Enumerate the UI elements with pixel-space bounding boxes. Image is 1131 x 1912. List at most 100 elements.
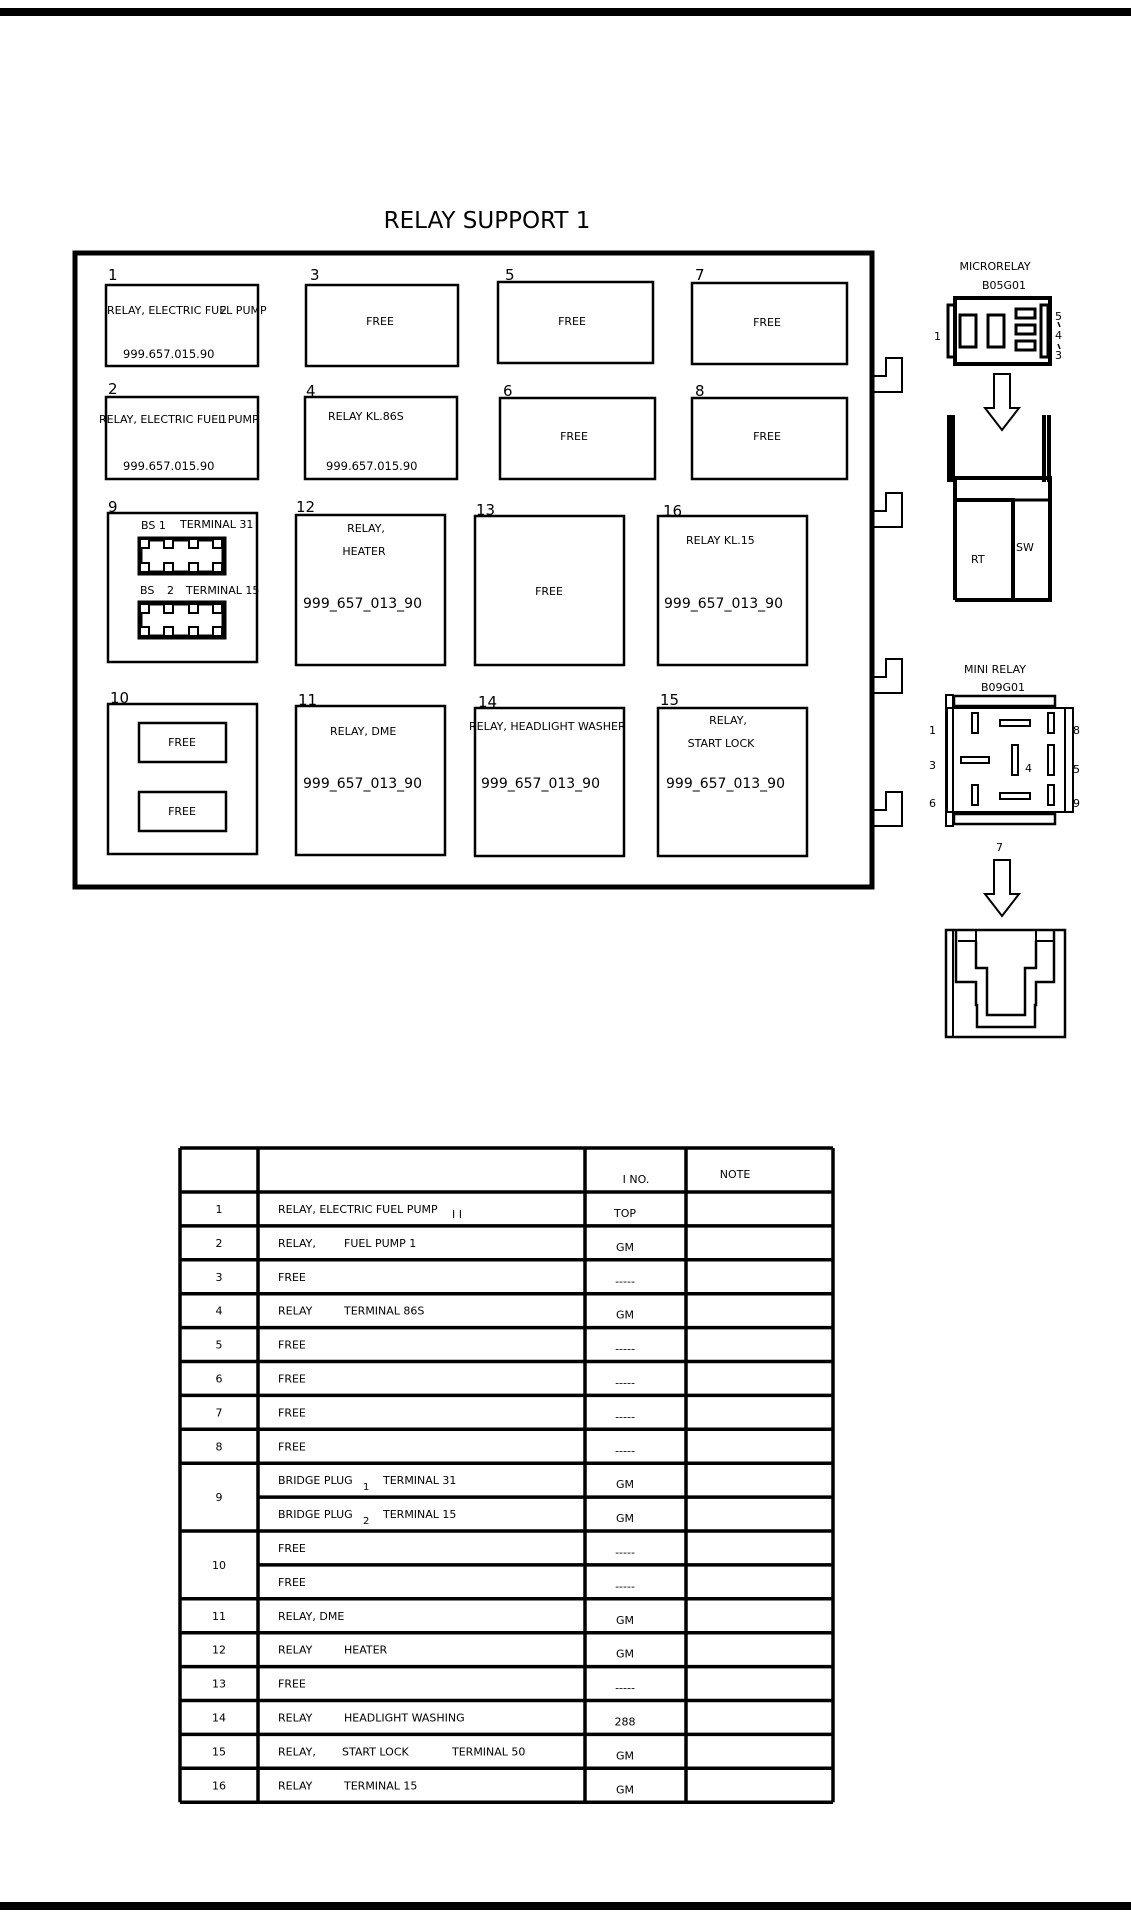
row-number: 11 <box>212 1610 226 1623</box>
slot-11: 11 RELAY, DME 999_657_013_90 <box>294 691 447 857</box>
slot-part-number: 999_657_013_90 <box>303 596 422 612</box>
row-description-detail: HEATER <box>344 1644 388 1657</box>
slot-label: RELAY, <box>709 714 747 727</box>
row-description-index: 1 <box>363 1482 369 1493</box>
row-ino: ----- <box>615 1682 635 1695</box>
slot-frame <box>498 396 657 481</box>
microrelay-title: MICRORELAY <box>959 260 1030 273</box>
top-border-bar <box>0 8 1131 16</box>
slot-5: 5 FREE <box>496 266 655 365</box>
slot-number: 6 <box>503 382 513 400</box>
slot-part-number: 999.657.015.90 <box>326 459 417 473</box>
table-grid <box>178 1146 835 1804</box>
microrelay-pin-4: 4 <box>1055 329 1062 342</box>
row-ino: TOP <box>613 1207 636 1220</box>
row-number: 16 <box>212 1779 226 1792</box>
row-ino: GM <box>616 1241 634 1254</box>
slot-part-number: 999_657_013_90 <box>664 596 783 612</box>
microrelay-diagram: MICRORELAY B05G01 1 5 4 3 RT SW <box>934 260 1062 602</box>
slot-number: 4 <box>306 382 316 400</box>
bridge-plug-1-terminal: TERMINAL 31 <box>179 518 253 531</box>
slot-number: 1 <box>108 266 118 284</box>
slot-number: 14 <box>478 693 497 711</box>
slot-number: 7 <box>695 266 705 284</box>
slot-label: RELAY KL.86S <box>328 410 404 423</box>
row-number: 4 <box>216 1305 223 1318</box>
row-ino: ----- <box>615 1376 635 1389</box>
slot-6: 6 FREE <box>498 382 657 481</box>
diagram-title: RELAY SUPPORT 1 <box>384 208 591 234</box>
minirelay-pin-1: 1 <box>929 724 936 737</box>
row-description: BRIDGE PLUG <box>278 1508 353 1521</box>
microrelay-pin-3: 3 <box>1055 349 1062 362</box>
minirelay-diagram: MINI RELAY B09G01 1 3 6 8 5 9 4 7 <box>929 663 1080 1039</box>
bridge-plug-1-label: BS 1 <box>141 519 166 532</box>
table-row: BRIDGE PLUG 2 TERMINAL 15 GM <box>278 1508 634 1527</box>
row-ino: GM <box>616 1512 634 1525</box>
slot-label: RELAY, ELECTRIC FUEL PUMP <box>99 413 259 426</box>
slot-frame <box>656 706 809 858</box>
row-description: FREE <box>278 1271 306 1284</box>
slot-number: 13 <box>476 501 495 519</box>
row-ino: ----- <box>615 1444 635 1457</box>
microrelay-pinout <box>946 296 1061 366</box>
slot-13: 13 FREE <box>473 501 626 667</box>
slot-frame <box>106 511 259 664</box>
row-number: 5 <box>216 1339 223 1352</box>
row-description: RELAY, <box>278 1745 316 1758</box>
microrelay-pin-1: 1 <box>934 330 941 343</box>
slot-frame <box>496 280 655 365</box>
bridge-plug-2-index: 2 <box>167 584 174 597</box>
slot-4: 4 RELAY KL.86S 999.657.015.90 <box>303 382 459 481</box>
row-ino: GM <box>616 1749 634 1762</box>
free-socket-2 <box>137 790 228 833</box>
bridge-plug-1 <box>137 536 227 576</box>
header-note: NOTE <box>720 1168 751 1181</box>
row-ino: ----- <box>615 1546 635 1559</box>
header-ino: I NO. <box>623 1173 650 1186</box>
slot-14: 14 RELAY, HEADLIGHT WASHER 999_657_013_9… <box>469 693 626 858</box>
slot-label: FREE <box>560 430 588 443</box>
row-description-index: 2 <box>363 1516 369 1527</box>
slot-label: RELAY, <box>347 522 385 535</box>
microrelay-rt-label: RT <box>971 553 985 566</box>
slot-part-number: 999_657_013_90 <box>303 776 422 792</box>
row-ino: GM <box>616 1614 634 1627</box>
row-description-detail: FUEL PUMP 1 <box>344 1237 416 1250</box>
slot-label: RELAY, DME <box>330 725 396 738</box>
row-ino: GM <box>616 1478 634 1491</box>
row-number: 8 <box>216 1440 223 1453</box>
slot-2: 2 1 RELAY, ELECTRIC FUEL PUMP 999.657.01… <box>99 380 260 481</box>
row-description-terminal: TERMINAL 15 <box>382 1508 456 1521</box>
slot-frame <box>656 514 809 667</box>
slot-frame <box>106 702 259 856</box>
slot-label: FREE <box>558 315 586 328</box>
row-description: RELAY, ELECTRIC FUEL PUMP <box>278 1203 438 1216</box>
slot-label: FREE <box>535 585 563 598</box>
slot-number: 8 <box>695 382 705 400</box>
minirelay-side-view <box>944 928 1067 1039</box>
slot-part-number: 999.657.015.90 <box>123 347 214 361</box>
slot-number: 9 <box>108 498 118 516</box>
slot-10: 10 FREE FREE <box>106 689 259 856</box>
slot-3: 3 FREE <box>304 266 460 368</box>
free-socket-1 <box>137 721 228 764</box>
row-description: FREE <box>278 1406 306 1419</box>
slot-frame <box>304 283 460 368</box>
minirelay-code: B09G01 <box>981 681 1025 694</box>
row-description: RELAY <box>278 1644 313 1657</box>
slot-number: 10 <box>110 689 129 707</box>
slot-label: RELAY, ELECTRIC FUEL PUMP <box>107 304 267 317</box>
